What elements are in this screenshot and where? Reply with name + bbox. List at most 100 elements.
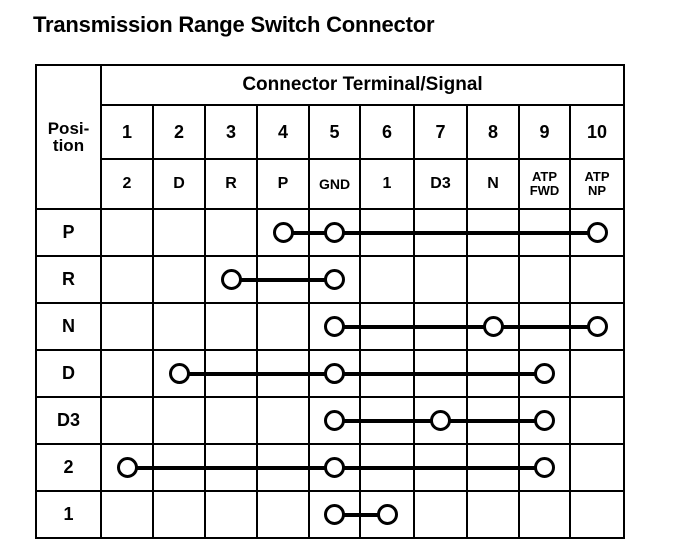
cell-D-10 (568, 349, 626, 398)
cell-1-2 (152, 490, 206, 539)
terminal-number-8: 8 (466, 104, 520, 160)
cell-P-7 (413, 208, 468, 257)
wire-segment (359, 371, 415, 376)
terminal-number-9: 9 (518, 104, 571, 160)
terminal-node-icon (534, 457, 555, 478)
position-label-2: 2 (35, 443, 102, 492)
table-head: Posi- tion Connector Terminal/Signal 1 2… (35, 64, 626, 210)
wire-segment (569, 324, 598, 329)
table-row: R (35, 255, 626, 304)
cell-P-8 (466, 208, 520, 257)
cell-1-4 (256, 490, 310, 539)
signal-name-6: 1 (359, 158, 415, 210)
cell-1-9 (518, 490, 571, 539)
cell-1-6 (359, 490, 415, 539)
cell-R-1 (100, 255, 154, 304)
terminal-number-2: 2 (152, 104, 206, 160)
terminal-node-icon (220, 269, 242, 290)
wire-segment (283, 230, 310, 235)
wire-segment (359, 418, 415, 423)
table-row: D (35, 349, 626, 398)
terminal-number-4: 4 (256, 104, 310, 160)
wire-segment (256, 465, 310, 470)
cell-D3-5 (308, 396, 361, 445)
cell-N-7 (413, 302, 468, 351)
wire-segment (413, 465, 468, 470)
cell-N-6 (359, 302, 415, 351)
cell-R-6 (359, 255, 415, 304)
signal-name-3: R (204, 158, 258, 210)
wire-segment (359, 230, 415, 235)
cell-1-8 (466, 490, 520, 539)
cell-P-3 (204, 208, 258, 257)
cell-R-7 (413, 255, 468, 304)
cell-P-6 (359, 208, 415, 257)
cell-D-2 (152, 349, 206, 398)
cell-D-5 (308, 349, 361, 398)
cell-2-7 (413, 443, 468, 492)
cell-R-3 (204, 255, 258, 304)
wire-segment (308, 277, 335, 282)
cell-N-9 (518, 302, 571, 351)
cell-1-7 (413, 490, 468, 539)
wire-segment (413, 371, 468, 376)
terminal-number-1: 1 (100, 104, 154, 160)
table-row: N (35, 302, 626, 351)
terminal-node-icon (324, 504, 345, 525)
terminal-number-10: 10 (568, 104, 626, 160)
cell-D-9 (518, 349, 571, 398)
terminal-number-3: 3 (204, 104, 258, 160)
signal-name-5-line1: GND (318, 175, 351, 192)
wire-segment (518, 465, 545, 470)
signal-name-3-line1: R (225, 174, 237, 192)
cell-2-3 (204, 443, 258, 492)
terminal-node-icon (586, 316, 608, 337)
terminal-node-icon (324, 457, 345, 478)
terminal-node-icon (534, 410, 555, 431)
cell-2-5 (308, 443, 361, 492)
cell-P-1 (100, 208, 154, 257)
cell-R-9 (518, 255, 571, 304)
cell-R-5 (308, 255, 361, 304)
terminal-node-icon (168, 363, 190, 384)
signal-name-9-line2: FWD (529, 183, 560, 198)
cell-2-4 (256, 443, 310, 492)
cell-N-4 (256, 302, 310, 351)
wire-segment (256, 277, 310, 282)
cell-D3-1 (100, 396, 154, 445)
position-header-cell: Posi- tion (35, 64, 102, 210)
wire-segment (466, 465, 520, 470)
signal-name-6-line1: 1 (382, 174, 392, 192)
cell-N-5 (308, 302, 361, 351)
wire-segment (334, 512, 361, 517)
cell-D3-2 (152, 396, 206, 445)
cell-D3-6 (359, 396, 415, 445)
cell-2-10 (568, 443, 626, 492)
cell-2-2 (152, 443, 206, 492)
terminal-node-icon (324, 363, 345, 384)
cell-R-4 (256, 255, 310, 304)
signal-name-2: D (152, 158, 206, 210)
cell-D-8 (466, 349, 520, 398)
position-header-line2: tion (52, 136, 85, 155)
wire-segment (466, 371, 520, 376)
wire-segment (152, 465, 206, 470)
cell-P-9 (518, 208, 571, 257)
cell-N-2 (152, 302, 206, 351)
cell-D-3 (204, 349, 258, 398)
cell-P-2 (152, 208, 206, 257)
terminal-node-icon (324, 410, 345, 431)
connector-terminal-signal-header: Connector Terminal/Signal (99, 64, 626, 106)
wire-segment (231, 277, 258, 282)
signal-name-10-line2: NP (587, 183, 607, 198)
signal-name-4: P (256, 158, 310, 210)
terminal-number-6: 6 (359, 104, 415, 160)
cell-R-2 (152, 255, 206, 304)
cell-N-3 (204, 302, 258, 351)
cell-N-8 (466, 302, 520, 351)
signal-name-10: ATP NP (568, 158, 626, 210)
position-label-R: R (35, 255, 102, 304)
table-row: P (35, 208, 626, 257)
wire-segment (256, 371, 310, 376)
